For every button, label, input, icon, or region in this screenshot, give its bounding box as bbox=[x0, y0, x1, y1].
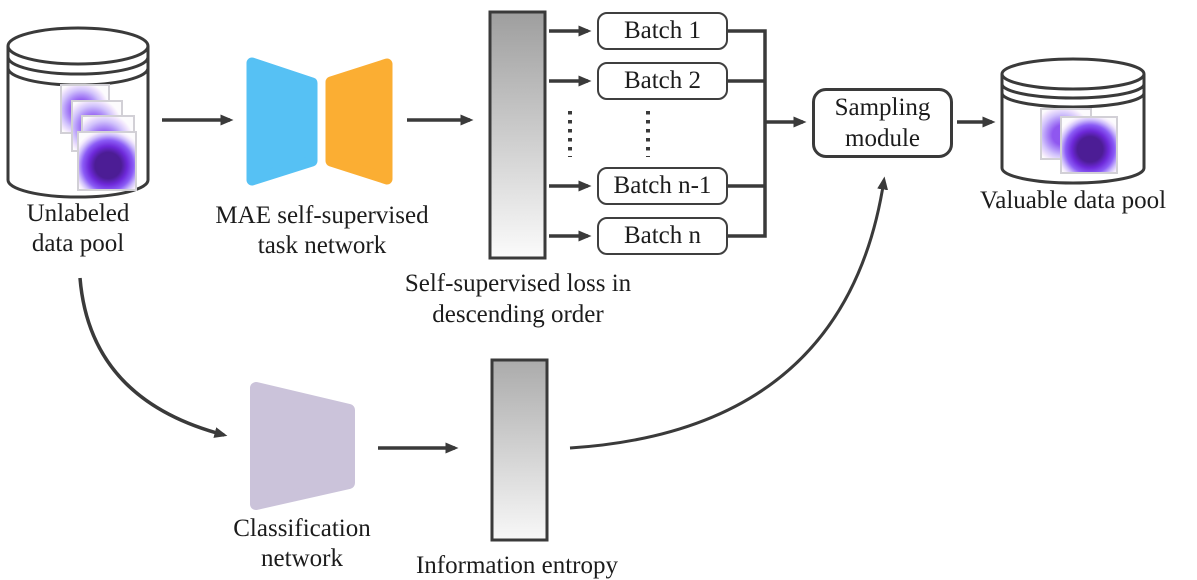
batch-1-box: Batch 1 bbox=[597, 12, 728, 50]
mae-network-label-line2: task network bbox=[257, 232, 387, 259]
cell-image bbox=[1060, 116, 1118, 174]
valuable-pool-label: Valuable data pool bbox=[963, 186, 1183, 216]
mae-decoder-trapezoid bbox=[325, 58, 393, 185]
classification-label-line1: Classification bbox=[233, 515, 371, 542]
loss-caption-line2: descending order bbox=[432, 301, 604, 328]
batch-n-1-label: Batch n-1 bbox=[613, 172, 712, 199]
unlabeled-pool-label-line1: Unlabeled bbox=[26, 200, 130, 227]
classification-label-line2: network bbox=[261, 545, 343, 572]
batch-bracket-connector bbox=[728, 29, 767, 238]
entropy-caption-text: Information entropy bbox=[415, 552, 619, 579]
batch-n-1-box: Batch n-1 bbox=[597, 167, 728, 205]
mae-network-label: MAE self-supervised task network bbox=[197, 201, 447, 261]
loss-bar-caption: Self-supervised loss in descending order bbox=[358, 268, 678, 330]
batch-n-box: Batch n bbox=[597, 217, 728, 255]
entropy-bar-caption: Information entropy bbox=[382, 551, 652, 580]
mae-encoder-trapezoid bbox=[246, 57, 318, 186]
entropy-to-sampling-curve bbox=[569, 176, 889, 450]
batch-1-label: Batch 1 bbox=[623, 17, 702, 44]
classification-trapezoid bbox=[250, 382, 355, 510]
unlabeled-pool-label: Unlabeled data pool bbox=[3, 199, 153, 259]
sampling-module-label-line1: Sampling bbox=[834, 94, 931, 121]
ellipsis-dots bbox=[646, 111, 650, 157]
entropy-gradient-bar bbox=[490, 358, 549, 542]
loss-caption-line1: Self-supervised loss in bbox=[404, 270, 632, 297]
batch-2-box: Batch 2 bbox=[597, 62, 728, 100]
cell-image bbox=[77, 131, 137, 191]
sampling-module-box: Sampling module bbox=[812, 88, 953, 158]
classification-network-label: Classification network bbox=[202, 514, 402, 574]
valuable-pool-label-text: Valuable data pool bbox=[979, 187, 1167, 214]
pool-to-classifier-curve bbox=[78, 277, 228, 438]
unlabeled-pool-label-line2: data pool bbox=[31, 230, 125, 257]
batch-n-label: Batch n bbox=[623, 222, 702, 249]
mae-network-label-line1: MAE self-supervised bbox=[215, 202, 429, 229]
loss-gradient-bar bbox=[488, 10, 547, 260]
sampling-module-label-line2: module bbox=[845, 125, 920, 152]
batch-2-label: Batch 2 bbox=[623, 67, 702, 94]
flow-arrows bbox=[162, 25, 996, 454]
ellipsis-dots bbox=[568, 111, 572, 157]
